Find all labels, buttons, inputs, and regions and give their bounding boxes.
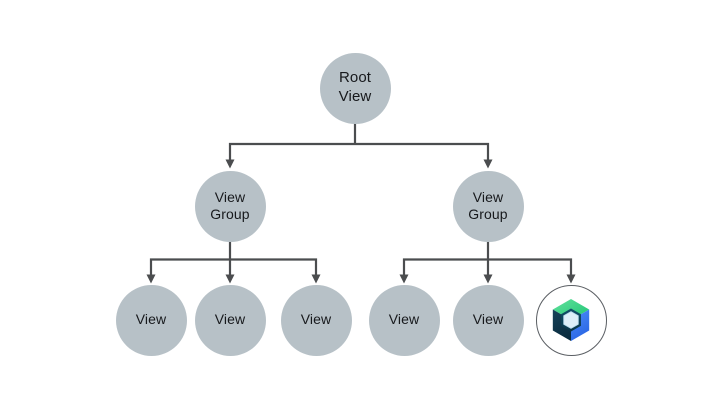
node-view-3-label: View bbox=[300, 311, 332, 328]
node-view-group-right-label: View Group bbox=[468, 188, 508, 222]
connector-leftgroup-to-children bbox=[149, 242, 318, 277]
node-view-5-label: View bbox=[472, 311, 504, 328]
node-view-2-label: View bbox=[214, 311, 246, 328]
node-view-3: View bbox=[280, 284, 352, 356]
node-root-view-label: Root View bbox=[338, 69, 372, 105]
node-view-group-left: View Group bbox=[194, 170, 266, 242]
node-view-1: View bbox=[115, 284, 187, 356]
jetpack-compose-logo-icon bbox=[552, 299, 590, 341]
node-view-4: View bbox=[368, 284, 440, 356]
node-view-5: View bbox=[452, 284, 524, 356]
node-view-2: View bbox=[194, 284, 266, 356]
node-view-group-right: View Group bbox=[452, 170, 524, 242]
node-view-group-left-label: View Group bbox=[210, 188, 250, 222]
node-compose bbox=[535, 284, 607, 356]
connector-rightgroup-to-children bbox=[402, 242, 573, 277]
arrowheads bbox=[146, 159, 576, 284]
connector-root-to-groups bbox=[228, 123, 490, 162]
node-root-view: Root View bbox=[319, 52, 391, 124]
node-view-1-label: View bbox=[135, 311, 167, 328]
node-view-4-label: View bbox=[388, 311, 420, 328]
